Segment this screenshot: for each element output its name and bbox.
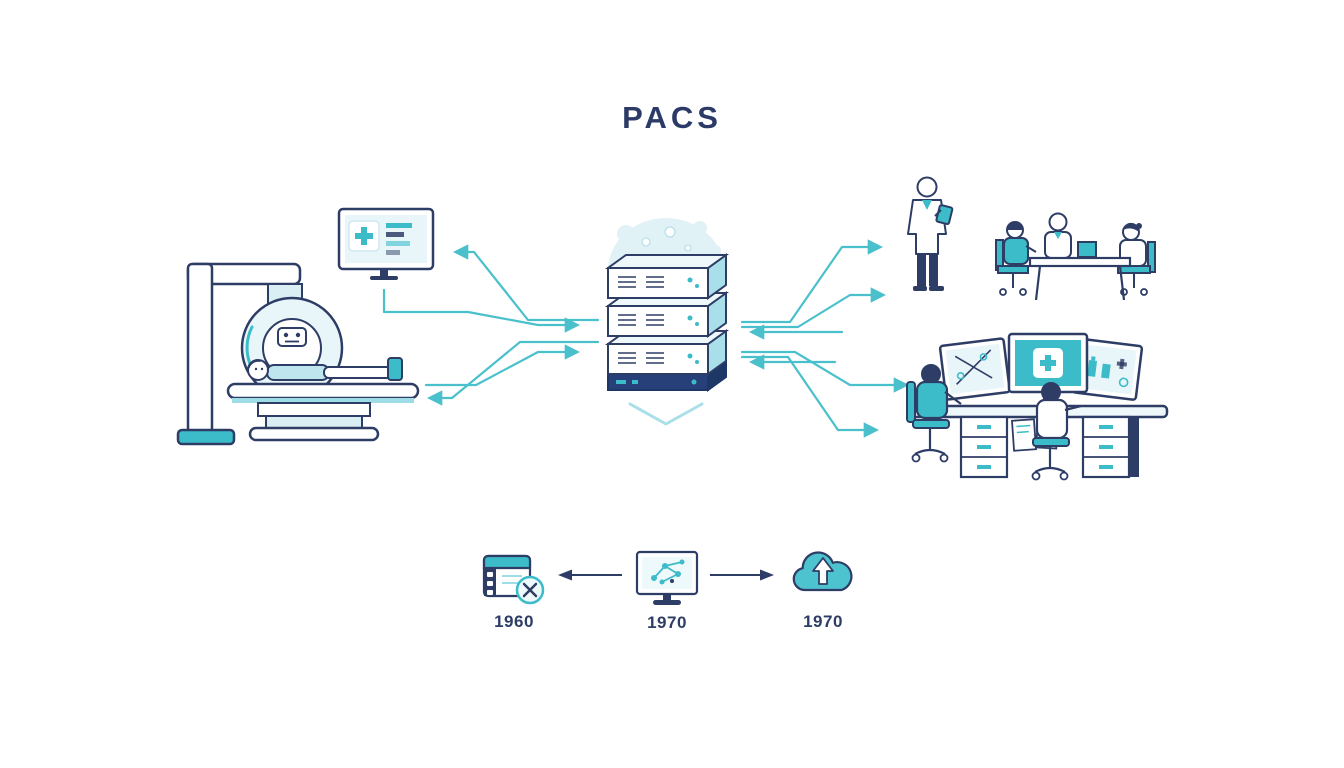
wire-server-to-workstation-lower <box>740 355 880 438</box>
radiologist-right <box>1031 382 1082 481</box>
server-unit-2 <box>604 291 730 338</box>
laptop-icon <box>1077 241 1097 258</box>
film-archive-crossed-icon <box>482 554 545 605</box>
server-unit-1 <box>604 253 730 300</box>
table <box>1028 256 1132 268</box>
networked-monitor-icon <box>635 550 699 605</box>
wire-server-to-meeting <box>740 287 887 329</box>
timeline-arrow-left-icon <box>558 569 622 581</box>
timeline-arrow-right-icon <box>710 569 774 581</box>
shield-chevron <box>628 402 704 426</box>
wire-scanner-to-server <box>424 344 581 387</box>
timeline-year-1970-b: 1970 <box>803 612 843 631</box>
cabinet-right <box>1081 415 1139 479</box>
cloud-upload-icon <box>792 551 853 592</box>
cabinet-left <box>959 415 1009 479</box>
technologist-left <box>906 364 962 463</box>
medical-cross-monitor-icon <box>337 207 435 280</box>
xray-emitter <box>277 327 307 347</box>
page-title: PACS <box>622 100 722 135</box>
timeline-year-1970-a: 1970 <box>647 613 687 632</box>
upload-arrow-icon <box>812 557 834 585</box>
wire-server-to-scanner <box>426 340 600 406</box>
right-monitor-meds <box>1071 337 1144 401</box>
person-right <box>1117 222 1156 296</box>
wire-server-to-monitor <box>452 244 600 322</box>
wire-monitor-to-server <box>382 288 581 333</box>
tablet-icon <box>935 204 954 226</box>
left-monitor-xray <box>938 337 1011 401</box>
x-mark-icon <box>522 582 538 598</box>
person-left <box>995 221 1037 296</box>
patient <box>247 357 403 381</box>
timeline-year-1960: 1960 <box>494 612 534 631</box>
server-stack-icon <box>604 218 730 426</box>
connector-lines <box>382 239 910 438</box>
wire-server-to-workstation-upper <box>740 350 910 393</box>
doctor-icon <box>907 176 954 291</box>
wire-server-to-doctor <box>740 239 884 324</box>
medical-cross-icon <box>355 227 373 245</box>
person-middle <box>1044 212 1072 259</box>
center-monitor-cross <box>1007 332 1089 400</box>
server-unit-3 <box>604 329 730 376</box>
meeting-table-icon <box>995 212 1156 301</box>
ct-scanner-icon <box>176 262 420 446</box>
multi-monitor-workstation-icon <box>906 332 1169 481</box>
patient-table <box>226 382 420 400</box>
